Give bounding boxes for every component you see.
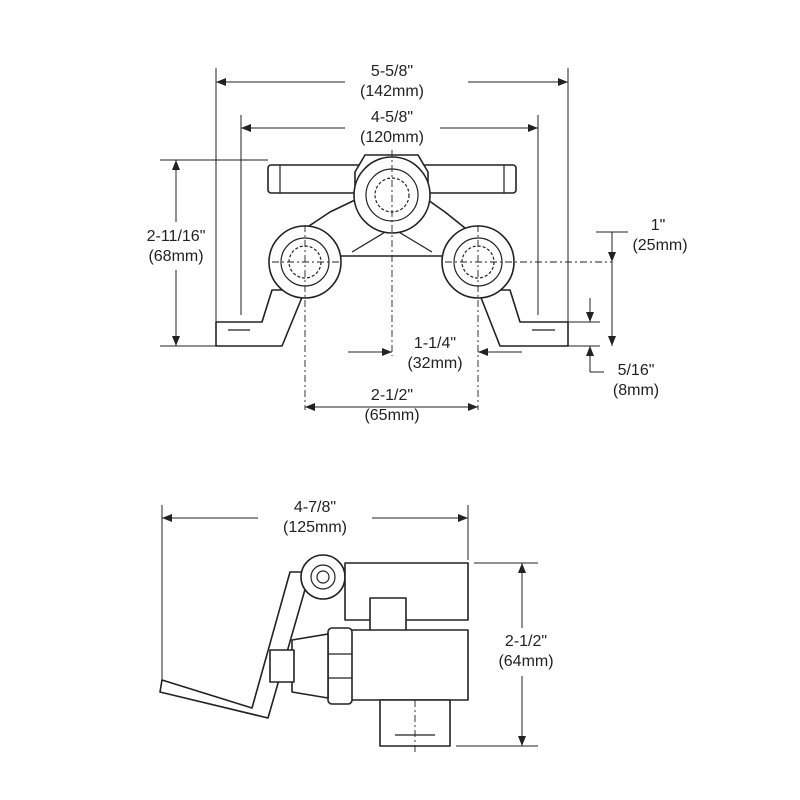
overall-width-inch: 5-5/8" [371,63,413,80]
bottom-outlet [379,699,451,747]
height-inch: 2-11/16" [147,228,206,245]
foot-pedal [159,571,307,719]
dimension-labels: 5-5/8" (142mm) 4-5/8" (120mm) 2-11/16" (… [147,63,688,670]
front-view [215,150,612,410]
side-height-inch: 2-1/2" [505,633,547,650]
flange-thickness-inch: 5/16" [618,362,655,379]
overall-width-mm: (142mm) [360,83,424,100]
side-view [159,554,469,752]
mount-width-mm: (120mm) [360,129,424,146]
mount-width-inch: 4-5/8" [371,109,413,126]
side-height-mm: (64mm) [498,653,553,670]
depth-mm: (125mm) [283,519,347,536]
left-mount-flange [215,289,306,347]
depth-inch: 4-7/8" [294,499,336,516]
outlet-spacing-inch: 2-1/2" [371,387,413,404]
inlet-offset-inch: 1-1/4" [414,335,456,352]
height-mm: (68mm) [148,248,203,265]
right-mount-flange [477,289,569,347]
outlet-drop-inch: 1" [651,217,666,234]
plunger-tip [269,649,295,683]
lower-housing [349,629,469,701]
hex-nut [327,627,353,705]
pivot-boss [300,554,346,600]
dimensions [160,68,628,747]
flange-thickness-mm: (8mm) [613,382,659,399]
outlet-drop-mm: (25mm) [632,237,687,254]
inlet-offset-mm: (32mm) [407,355,462,372]
plunger [291,633,329,699]
top-cap [369,597,407,635]
outlet-spacing-mm: (65mm) [364,407,419,424]
